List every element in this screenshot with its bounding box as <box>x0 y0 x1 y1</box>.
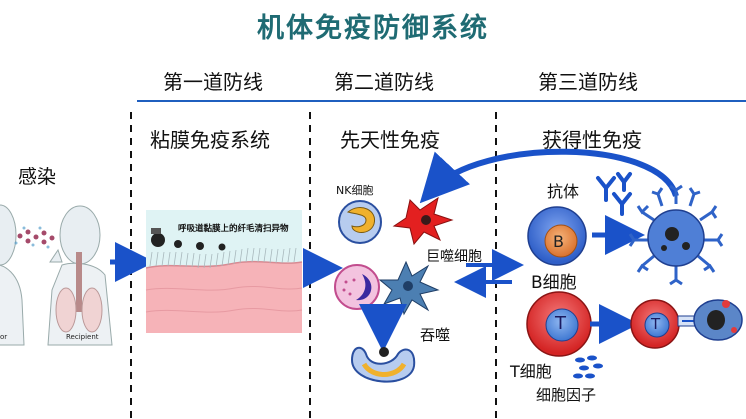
b-cell <box>527 206 587 266</box>
macrophage-cell <box>378 260 440 316</box>
infection-figures <box>0 204 113 346</box>
mucosa-panel <box>145 210 303 333</box>
phagocytosis-label: 吞噬 <box>420 326 451 344</box>
macrophage-label: 巨噬细胞 <box>426 249 482 265</box>
mucosal-immunity-heading: 粘膜免疫系统 <box>150 128 270 152</box>
t-cell-letter-2: T <box>651 315 661 333</box>
b-cell-letter: B <box>553 232 564 251</box>
nk-cell <box>338 200 382 244</box>
t-cell-2 <box>630 299 680 349</box>
phagocyte-cell <box>350 346 416 383</box>
antibody-label: 抗体 <box>547 182 580 201</box>
cytokine-icons <box>573 355 603 379</box>
arrow-feedback-curve <box>419 148 679 204</box>
innate-immunity-heading: 先天性免疫 <box>340 128 440 152</box>
mucosa-caption: 呼吸道黏膜上的纤毛清扫异物 <box>178 224 289 234</box>
antibody-icons <box>596 172 632 216</box>
second-line-heading: 第二道防线 <box>334 70 434 94</box>
adaptive-immunity-heading: 获得性免疫 <box>542 128 642 152</box>
nk-cell-label: NK细胞 <box>336 184 374 197</box>
antibody-coated-cell <box>628 184 724 286</box>
target-infected-cell <box>693 299 743 341</box>
neutrophil-cell <box>334 264 380 310</box>
t-cell-label: T细胞 <box>510 362 552 381</box>
b-cell-label: B细胞 <box>531 273 577 293</box>
cytokine-label: 细胞因子 <box>536 386 597 404</box>
recipient-label: Recipient <box>66 333 99 341</box>
donor-label: or <box>0 333 8 341</box>
red-killer-cell <box>392 196 454 246</box>
infection-label: 感染 <box>18 166 57 188</box>
t-cell-letter-1: T <box>555 313 566 334</box>
third-line-heading: 第三道防线 <box>538 70 638 94</box>
page-title: 机体免疫防御系统 <box>257 13 489 44</box>
first-line-heading: 第一道防线 <box>163 70 263 94</box>
